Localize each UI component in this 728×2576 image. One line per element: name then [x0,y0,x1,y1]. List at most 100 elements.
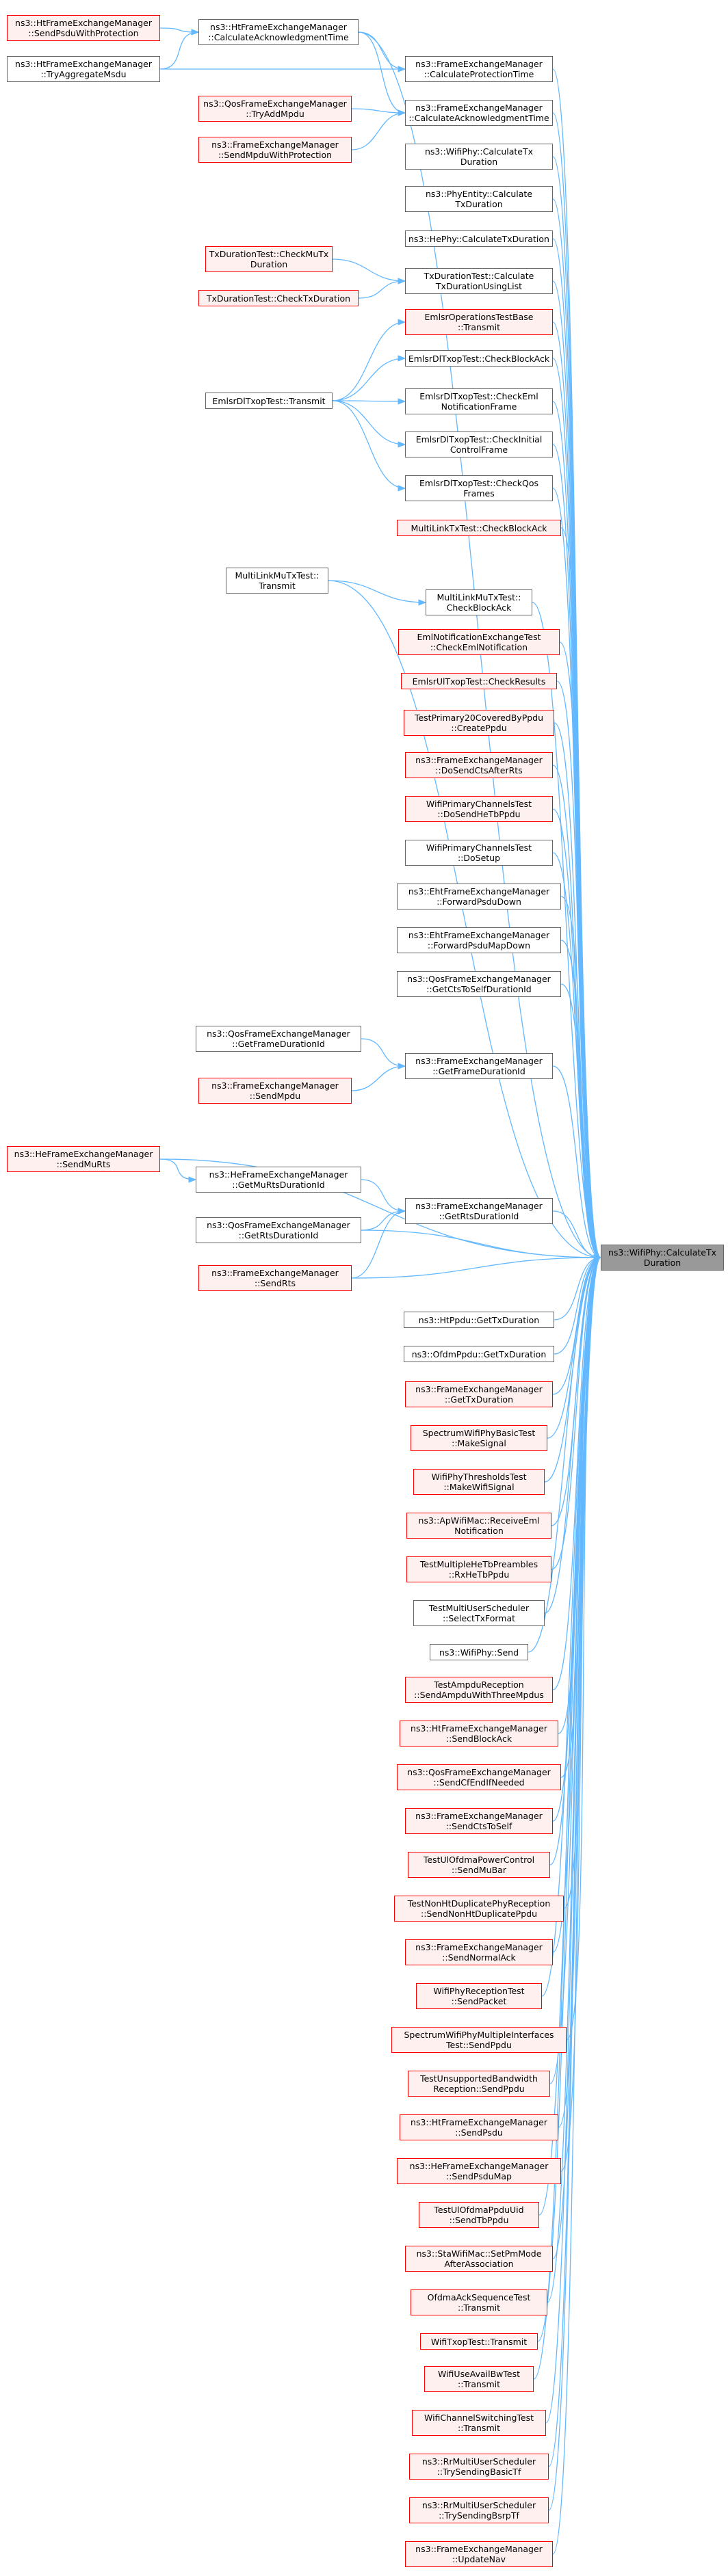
graph-node-wptt-mws[interactable]: WifiPhyThresholdsTest ::MakeWifiSignal [413,1469,545,1495]
node-label: MultiLinkMuTxTest:: CheckBlockAck [437,592,521,613]
graph-node-edt-cicf[interactable]: EmlsrDlTxopTest::CheckInitial ControlFra… [405,431,553,457]
node-label: ns3::WifiPhy::Send [439,1647,519,1658]
node-label: SpectrumWifiPhyMultipleInterfaces Test::… [404,2030,554,2050]
graph-node-tubr-sp[interactable]: TestUnsupportedBandwidth Reception::Send… [408,2071,550,2097]
node-label: WifiPhyThresholdsTest ::MakeWifiSignal [431,1472,527,1492]
graph-node-pe-ctd[interactable]: ns3::PhyEntity::Calculate TxDuration [405,186,553,212]
graph-node-edt-cqf[interactable]: EmlsrDlTxopTest::CheckQos Frames [405,475,553,501]
node-label: WifiChannelSwitchingTest ::Transmit [424,2413,534,2433]
graph-node-qfe-gctsdi[interactable]: ns3::QosFrameExchangeManager ::GetCtsToS… [397,971,561,997]
graph-node-oast-t[interactable]: OfdmaAckSequenceTest ::Transmit [411,2289,547,2315]
node-label: ns3::HePhy::CalculateTxDuration [408,233,549,244]
node-label: ns3::RrMultiUserScheduler ::TrySendingBa… [421,2456,536,2477]
node-label: EmlsrOperationsTestBase ::Transmit [424,312,534,332]
graph-node-fe-gfdi[interactable]: ns3::FrameExchangeManager ::GetFrameDura… [405,1053,553,1079]
graph-node-wtt-t[interactable]: WifiTxopTest::Transmit [420,2333,538,2350]
graph-node-efe-fpmd[interactable]: ns3::EhtFrameExchangeManager ::ForwardPs… [397,927,561,953]
graph-node-hfe-cat[interactable]: ns3::HtFrameExchangeManager ::CalculateA… [198,19,359,45]
node-label: ns3::StaWifiMac::SetPmMode AfterAssociat… [416,2248,542,2269]
node-label: SpectrumWifiPhyBasicTest ::MakeSignal [422,1428,536,1448]
graph-node-fe-sr[interactable]: ns3::FrameExchangeManager ::SendRts [198,1265,352,1291]
node-label: ns3::QosFrameExchangeManager ::SendCfEnd… [407,1767,551,1788]
graph-node-swpbt-ms[interactable]: SpectrumWifiPhyBasicTest ::MakeSignal [411,1425,547,1451]
graph-node-fe-smwp[interactable]: ns3::FrameExchangeManager ::SendMpduWith… [198,137,352,163]
edge-hefe-smr-to-target [159,1158,602,1261]
edge-fe-gtd-to-target [552,1254,602,1395]
graph-node-hefe-spm[interactable]: ns3::HeFrameExchangeManager ::SendPsduMa… [397,2158,561,2184]
graph-node-wprt-sp[interactable]: WifiPhyReceptionTest ::SendPacket [416,1983,542,2009]
graph-node-hfe-tam[interactable]: ns3::HtFrameExchangeManager ::TryAggrega… [7,56,160,82]
graph-node-fe-grdi[interactable]: ns3::FrameExchangeManager ::GetRtsDurati… [405,1198,553,1224]
edge-hefe-gmrdi-to-fe-grdi [361,1179,406,1214]
graph-node-eotb-t[interactable]: EmlsrOperationsTestBase ::Transmit [405,309,553,335]
graph-node-hephy-ctd[interactable]: ns3::HePhy::CalculateTxDuration [405,230,553,247]
graph-node-edt-t[interactable]: EmlsrDlTxopTest::Transmit [205,393,333,409]
graph-node-rrmus-tsbt2[interactable]: ns3::RrMultiUserScheduler ::TrySendingBs… [409,2497,549,2523]
graph-node-qfe-tam[interactable]: ns3::QosFrameExchangeManager ::TryAddMpd… [198,96,352,122]
graph-node-eutt-cr[interactable]: EmlsrUlTxopTest::CheckResults [401,673,557,689]
graph-node-qfe-gfdi[interactable]: ns3::QosFrameExchangeManager ::GetFrameD… [196,1026,361,1052]
graph-node-tp20-cp[interactable]: TestPrimary20CoveredByPpdu ::CreatePpdu [404,710,554,736]
graph-node-wp-send[interactable]: ns3::WifiPhy::Send [430,1644,528,1660]
graph-node-tdt-ctdul[interactable]: TxDurationTest::Calculate TxDurationUsin… [405,268,553,294]
graph-node-hfe-spwp[interactable]: ns3::HtFrameExchangeManager ::SendPsduWi… [7,15,160,41]
graph-node-mlmtt-t[interactable]: MultiLinkMuTxTest:: Transmit [226,568,328,594]
graph-node-stawm-spma[interactable]: ns3::StaWifiMac::SetPmMode AfterAssociat… [405,2246,553,2272]
graph-node-tdt-cmtd[interactable]: TxDurationTest::CheckMuTx Duration [205,246,333,272]
node-label: TestUnsupportedBandwidth Reception::Send… [420,2073,538,2094]
edge-fe-gfdi-to-target [552,1065,602,1261]
graph-node-htppdu-gtd[interactable]: ns3::HtPpdu::GetTxDuration [404,1312,554,1328]
node-label: WifiPrimaryChannelsTest ::DoSetup [426,842,532,863]
graph-node-tmus-stf[interactable]: TestMultiUserScheduler ::SelectTxFormat [413,1600,545,1626]
graph-node-edt-cba[interactable]: EmlsrDlTxopTest::CheckBlockAck [405,350,553,367]
graph-node-fe-un[interactable]: ns3::FrameExchangeManager ::UpdateNav [405,2541,553,2567]
graph-node-fe-sna[interactable]: ns3::FrameExchangeManager ::SendNormalAc… [405,1939,553,1965]
graph-node-fe-sm[interactable]: ns3::FrameExchangeManager ::SendMpdu [198,1078,352,1104]
node-label: EmlsrDlTxopTest::Transmit [212,395,326,406]
node-label: ns3::HtFrameExchangeManager ::TryAggrega… [15,59,152,79]
node-label: ns3::FrameExchangeManager ::SendRts [211,1268,339,1288]
graph-node-hefe-gmrdi[interactable]: ns3::HeFrameExchangeManager ::GetMuRtsDu… [196,1167,361,1193]
graph-node-wpct-dshtp[interactable]: WifiPrimaryChannelsTest ::DoSendHeTbPpdu [405,796,553,822]
graph-node-mltt-cba[interactable]: MultiLinkTxTest::CheckBlockAck [397,520,561,536]
edge-qfe-gctsdi-to-target [560,983,602,1261]
graph-node-rrmus-tsbt[interactable]: ns3::RrMultiUserScheduler ::TrySendingBa… [409,2454,549,2480]
graph-node-fe-dscar[interactable]: ns3::FrameExchangeManager ::DoSendCtsAft… [405,752,553,778]
graph-node-fe-gtd[interactable]: ns3::FrameExchangeManager ::GetTxDuratio… [405,1381,553,1407]
graph-node-hefe-smr[interactable]: ns3::HeFrameExchangeManager ::SendMuRts [7,1146,160,1172]
graph-node-enet-cen[interactable]: EmlNotificationExchangeTest ::CheckEmlNo… [398,629,560,655]
edge-wp-send-to-target [528,1254,602,1653]
target-node[interactable]: ns3::WifiPhy::CalculateTx Duration [601,1245,724,1271]
node-label: ns3::HtPpdu::GetTxDuration [418,1314,540,1325]
graph-node-wcst-t[interactable]: WifiChannelSwitchingTest ::Transmit [412,2410,546,2436]
edge-qfe-gfdi-to-fe-gfdi [361,1038,406,1070]
graph-node-mlmtt-cba[interactable]: MultiLinkMuTxTest:: CheckBlockAck [426,589,532,615]
graph-node-ofdm-gtd[interactable]: ns3::OfdmPpdu::GetTxDuration [404,1346,554,1362]
node-label: ns3::HeFrameExchangeManager ::SendPsduMa… [409,2161,549,2181]
graph-node-qfe-grdi[interactable]: ns3::QosFrameExchangeManager ::GetRtsDur… [196,1217,361,1243]
graph-node-wp-ctd[interactable]: ns3::WifiPhy::CalculateTx Duration [405,144,553,170]
graph-node-edt-cenf[interactable]: EmlsrDlTxopTest::CheckEml NotificationFr… [405,388,553,414]
node-label: ns3::FrameExchangeManager ::SendNormalAc… [415,1942,543,1963]
graph-node-qfe-scen[interactable]: ns3::QosFrameExchangeManager ::SendCfEnd… [397,1764,561,1790]
graph-node-fe-scts[interactable]: ns3::FrameExchangeManager ::SendCtsToSel… [405,1808,553,1834]
graph-node-tnhdpr-snhdp[interactable]: TestNonHtDuplicatePhyReception ::SendNon… [394,1896,564,1922]
node-label: TestAmpduReception ::SendAmpduWithThreeM… [414,1679,544,1700]
graph-node-fe-cat[interactable]: ns3::FrameExchangeManager ::CalculateAck… [405,100,553,126]
graph-node-tmhtp-rhtp[interactable]: TestMultipleHeTbPreambles ::RxHeTbPpdu [406,1556,551,1582]
graph-node-tuopc-smb[interactable]: TestUlOfdmaPowerControl ::SendMuBar [408,1852,550,1878]
graph-node-swpmit-sp[interactable]: SpectrumWifiPhyMultipleInterfaces Test::… [391,2027,567,2053]
graph-node-wuabt-t[interactable]: WifiUseAvailBwTest ::Transmit [424,2366,534,2392]
graph-node-tar-sawtm[interactable]: TestAmpduReception ::SendAmpduWithThreeM… [405,1677,553,1703]
graph-node-tuopu-stp[interactable]: TestUlOfdmaPpduUid ::SendTbPpdu [419,2202,539,2228]
graph-node-efe-fpd[interactable]: ns3::EhtFrameExchangeManager ::ForwardPs… [397,884,561,909]
graph-node-tdt-ctd[interactable]: TxDurationTest::CheckTxDuration [198,290,359,306]
node-label: ns3::QosFrameExchangeManager ::GetCtsToS… [407,974,551,994]
edge-hfe-spwp-to-hfe-cat [159,27,200,36]
graph-node-hfe-sp[interactable]: ns3::HtFrameExchangeManager ::SendPsdu [400,2114,558,2140]
graph-node-apwm-ren[interactable]: ns3::ApWifiMac::ReceiveEml Notification [406,1513,551,1539]
graph-node-wpct-ds[interactable]: WifiPrimaryChannelsTest ::DoSetup [405,840,553,866]
graph-node-hfe-sba[interactable]: ns3::HtFrameExchangeManager ::SendBlockA… [400,1721,558,1747]
edge-efe-fpd-to-target [560,896,602,1261]
graph-node-fe-cpt[interactable]: ns3::FrameExchangeManager ::CalculatePro… [405,56,553,82]
